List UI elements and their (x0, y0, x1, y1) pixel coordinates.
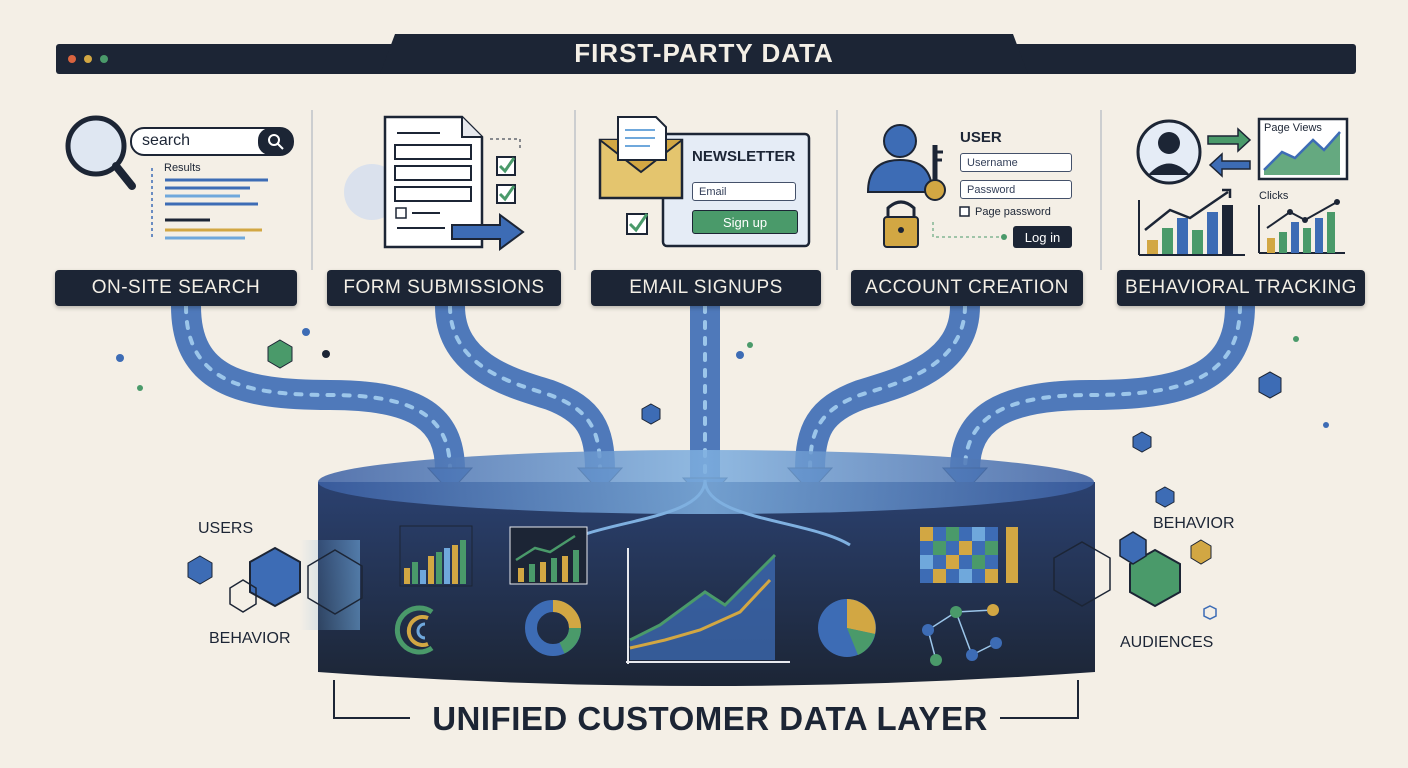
users-hexagon-cluster (187, 540, 363, 630)
tracking-panel-graphic (1136, 117, 1349, 256)
behavior-left-label: BEHAVIOR (209, 630, 291, 647)
newsletter-heading: NEWSLETTER (692, 148, 796, 165)
header-window-bar (56, 34, 1356, 74)
window-dot-green (100, 55, 108, 63)
decorative-nodes (116, 328, 1329, 453)
key-icon (924, 179, 946, 201)
heatmap-mini (920, 527, 1018, 583)
user-heading: USER (960, 129, 1002, 146)
source-form-submissions: FORM SUBMISSIONS (327, 270, 561, 306)
source-email-signups: EMAIL SIGNUPS (591, 270, 821, 306)
source-behavioral-tracking: BEHAVIORAL TRACKING (1117, 270, 1365, 306)
footer-bracket-left (333, 680, 410, 719)
source-account-creation: ACCOUNT CREATION (851, 270, 1083, 306)
search-panel-graphic (65, 115, 294, 240)
email-field[interactable]: Email (692, 182, 796, 201)
data-layer-cylinder (318, 450, 1095, 686)
page-views-label: Page Views (1264, 122, 1322, 134)
username-field[interactable]: Username (960, 153, 1072, 172)
window-dot-red (68, 55, 76, 63)
source-on-site-search: ON-SITE SEARCH (55, 270, 297, 306)
results-label: Results (164, 162, 201, 174)
clicks-label: Clicks (1259, 190, 1289, 202)
arrow-right-icon (451, 213, 525, 251)
form-panel-graphic (344, 115, 525, 251)
log-in-button[interactable]: Log in (1013, 226, 1072, 248)
behavior-right-label: BEHAVIOR (1153, 515, 1235, 532)
users-label: USERS (198, 520, 254, 537)
magnifier-icon (65, 115, 127, 177)
page-title: FIRST-PARTY DATA (574, 37, 834, 68)
page-password-checkbox-label[interactable]: Page password (975, 206, 1051, 218)
audiences-label: AUDIENCES (1120, 634, 1214, 651)
account-panel-graphic (866, 124, 1007, 248)
audiences-hexagon-cluster (1053, 486, 1217, 620)
window-dot-yellow (84, 55, 92, 63)
footer-bracket-right (1000, 680, 1079, 719)
column-dividers (311, 110, 1102, 270)
user-icon (883, 124, 917, 158)
sign-up-button[interactable]: Sign up (692, 210, 798, 234)
password-field[interactable]: Password (960, 180, 1072, 199)
search-input[interactable]: search (142, 132, 191, 149)
footer-title: UNIFIED CUSTOMER DATA LAYER (432, 700, 988, 737)
search-icon (268, 134, 280, 146)
